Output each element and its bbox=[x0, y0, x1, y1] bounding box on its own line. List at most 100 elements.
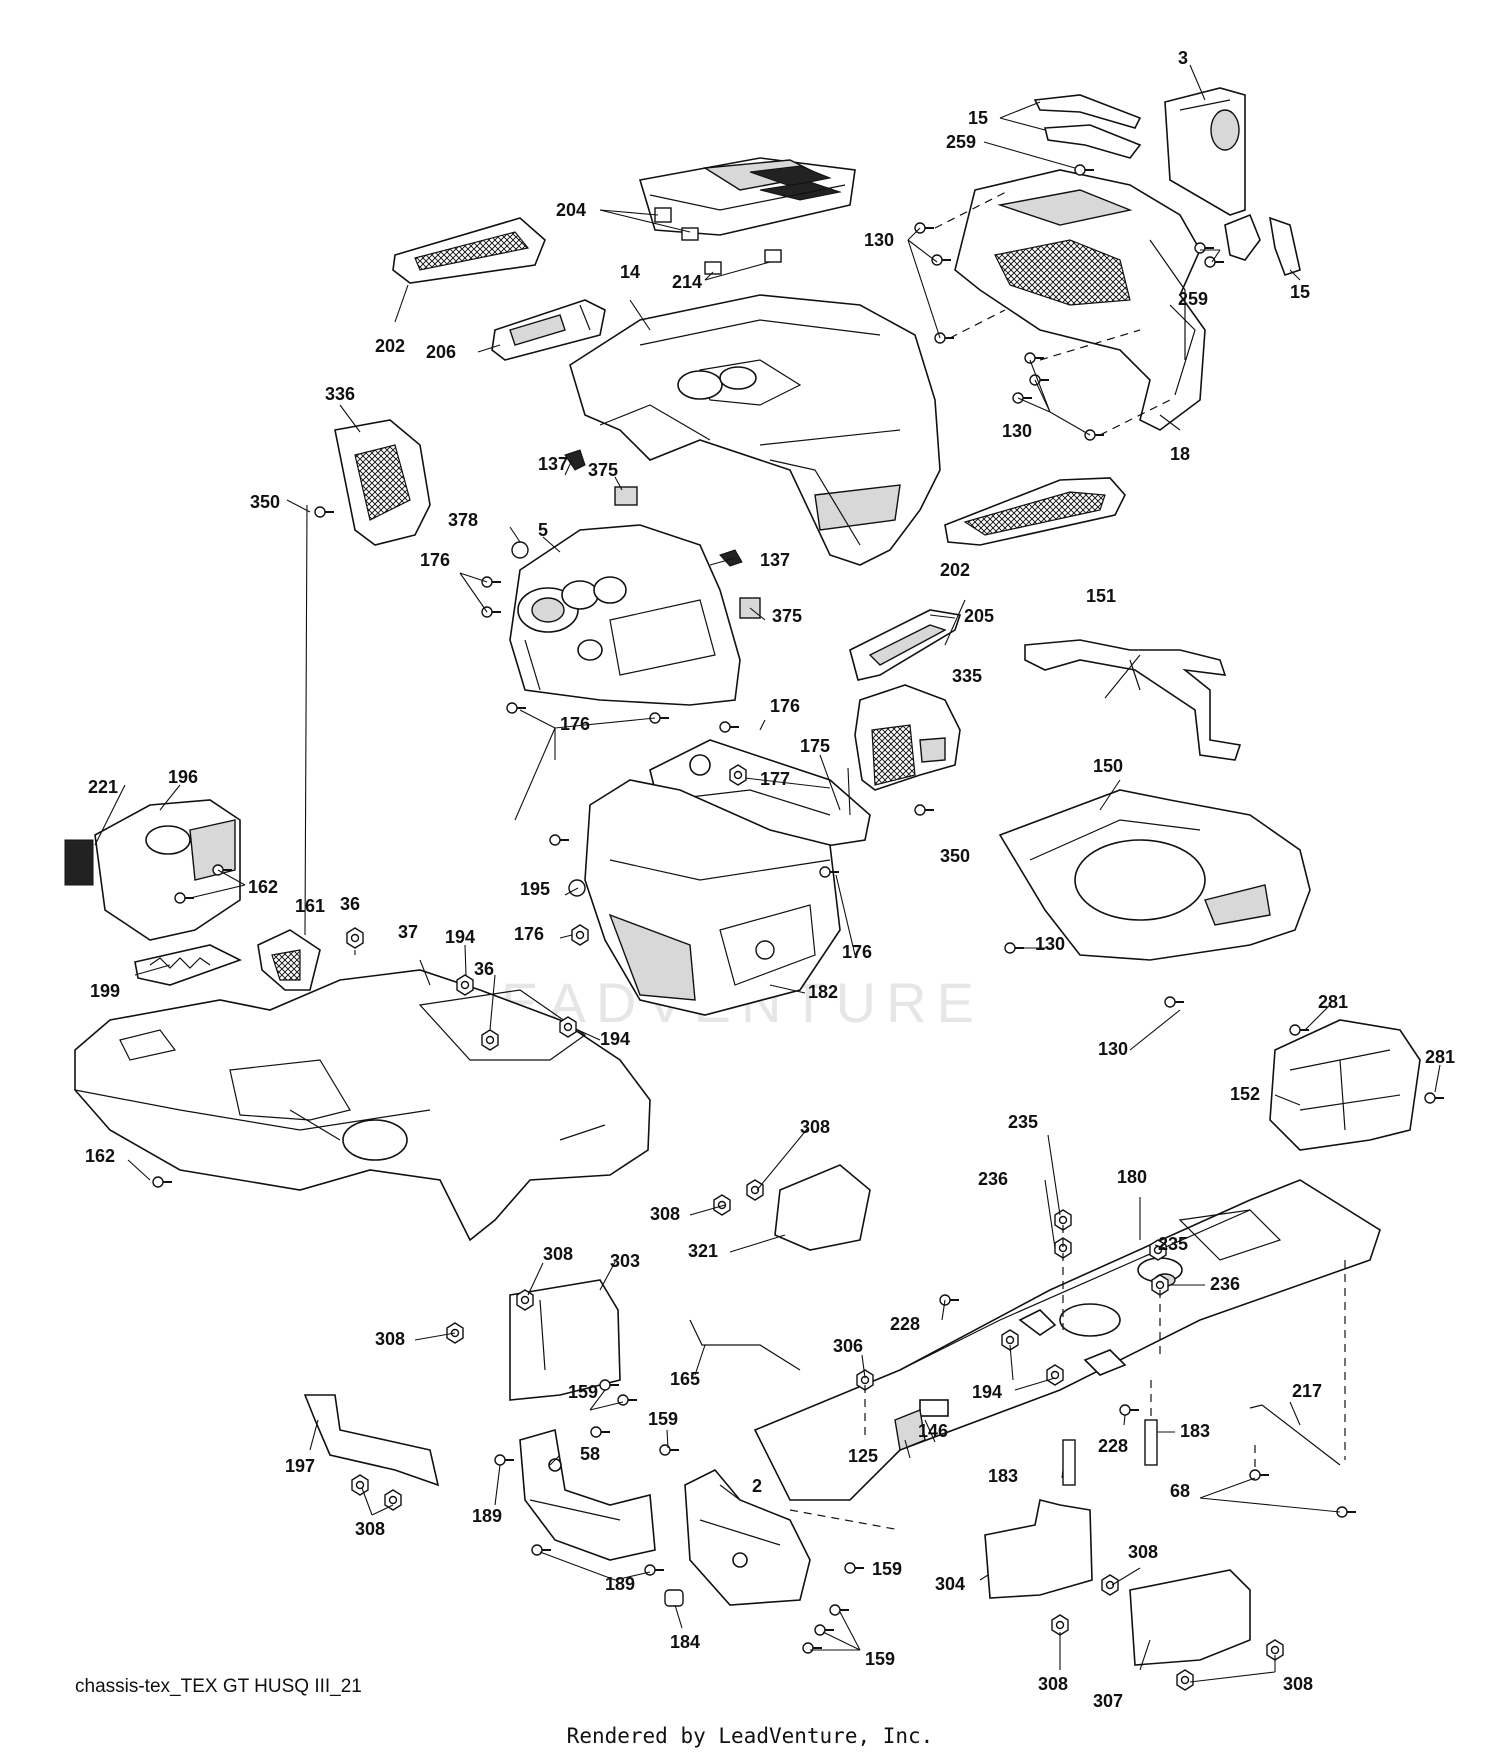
callout-236-top: 236 bbox=[978, 1169, 1008, 1189]
part-decal-221 bbox=[64, 839, 94, 886]
callout-308-h: 308 bbox=[1283, 1674, 1313, 1694]
callout-236-right: 236 bbox=[1210, 1274, 1240, 1294]
callout-202-right: 202 bbox=[940, 560, 970, 580]
screw-189-c bbox=[644, 1564, 665, 1576]
callout-308-g: 308 bbox=[1038, 1674, 1068, 1694]
callout-194-top: 194 bbox=[445, 927, 475, 947]
callout-375-mid: 375 bbox=[772, 606, 802, 626]
callout-197: 197 bbox=[285, 1456, 315, 1476]
callout-151: 151 bbox=[1086, 586, 1116, 606]
callout-308-e: 308 bbox=[355, 1519, 385, 1539]
callout-189-left: 189 bbox=[472, 1506, 502, 1526]
callout-221: 221 bbox=[88, 777, 118, 797]
nut-308-307b bbox=[1176, 1669, 1194, 1691]
leader-lines bbox=[94, 64, 1441, 1683]
callout-206: 206 bbox=[426, 342, 456, 362]
screw-228-b bbox=[1119, 1404, 1140, 1416]
callout-36-right: 36 bbox=[474, 959, 494, 979]
part-side-grille-left bbox=[334, 419, 431, 546]
screw-350-lower bbox=[914, 804, 935, 816]
callout-5: 5 bbox=[538, 520, 548, 540]
callout-18: 18 bbox=[1170, 444, 1190, 464]
screw-176-mid bbox=[549, 834, 570, 846]
screw-228-a bbox=[939, 1294, 960, 1306]
screw-159-h bbox=[802, 1642, 823, 1654]
callout-labels: 3 15 259 130 204 214 202 206 14 259 15 1… bbox=[85, 48, 1455, 1711]
nut-36-right bbox=[481, 1029, 499, 1051]
callout-214: 214 bbox=[672, 272, 702, 292]
nut-308-321b bbox=[713, 1194, 731, 1216]
callout-303: 303 bbox=[610, 1251, 640, 1271]
part-plate-197 bbox=[303, 1394, 440, 1487]
callout-165: 165 bbox=[670, 1369, 700, 1389]
part-bracket-303 bbox=[509, 1279, 621, 1401]
part-bolts-183 bbox=[1062, 1380, 1158, 1486]
callout-378: 378 bbox=[448, 510, 478, 530]
callout-308-c: 308 bbox=[543, 1244, 573, 1264]
part-grommet-378 bbox=[511, 541, 529, 559]
callout-308-b: 308 bbox=[650, 1204, 680, 1224]
callout-162-lower: 162 bbox=[85, 1146, 115, 1166]
callout-161: 161 bbox=[295, 896, 325, 916]
callout-15-right: 15 bbox=[1290, 282, 1310, 302]
callout-281-left: 281 bbox=[1318, 992, 1348, 1012]
callout-180: 180 bbox=[1117, 1167, 1147, 1187]
callout-202-left: 202 bbox=[375, 336, 405, 356]
part-lower-dash bbox=[584, 779, 841, 1016]
callout-130-low: 130 bbox=[1098, 1039, 1128, 1059]
callout-159-d: 159 bbox=[865, 1649, 895, 1669]
callout-196: 196 bbox=[168, 767, 198, 787]
callout-336: 336 bbox=[325, 384, 355, 404]
nut-308-197b bbox=[384, 1489, 402, 1511]
part-panel-307 bbox=[1129, 1569, 1251, 1666]
part-side-plate bbox=[1164, 87, 1246, 216]
callout-235-top: 235 bbox=[1008, 1112, 1038, 1132]
part-clip-137-b bbox=[719, 549, 743, 567]
part-clips bbox=[704, 249, 782, 275]
part-fender bbox=[74, 969, 651, 1242]
part-knob-184 bbox=[664, 1589, 684, 1607]
screw-130-f bbox=[1012, 392, 1033, 404]
callout-228-bottom: 228 bbox=[1098, 1436, 1128, 1456]
callout-205: 205 bbox=[964, 606, 994, 626]
part-dash-console bbox=[509, 524, 741, 706]
callout-183-left: 183 bbox=[988, 1466, 1018, 1486]
callout-228-top: 228 bbox=[890, 1314, 920, 1334]
callout-162-upper: 162 bbox=[248, 877, 278, 897]
part-bracket-2 bbox=[684, 1469, 811, 1606]
callout-194-mid: 194 bbox=[600, 1029, 630, 1049]
callout-37: 37 bbox=[398, 922, 418, 942]
callout-15-top: 15 bbox=[968, 108, 988, 128]
part-rod-165 bbox=[689, 1319, 801, 1371]
callout-68: 68 bbox=[1170, 1481, 1190, 1501]
callout-182: 182 bbox=[808, 982, 838, 1002]
part-side-panel-left bbox=[392, 217, 546, 284]
callout-308-a: 308 bbox=[800, 1117, 830, 1137]
nut-308-303a bbox=[516, 1289, 534, 1311]
callout-152: 152 bbox=[1230, 1084, 1260, 1104]
callout-350-mid: 350 bbox=[940, 846, 970, 866]
part-seat-pan bbox=[1269, 1019, 1421, 1151]
callout-321: 321 bbox=[688, 1241, 718, 1261]
screw-189-a bbox=[494, 1454, 515, 1466]
callout-159-c: 159 bbox=[872, 1559, 902, 1579]
part-shield-321 bbox=[774, 1164, 871, 1251]
callout-176-mid-right: 176 bbox=[770, 696, 800, 716]
callout-58: 58 bbox=[580, 1444, 600, 1464]
callout-14: 14 bbox=[620, 262, 640, 282]
diagram-id-label: chassis-tex_TEX GT HUSQ III_21 bbox=[75, 1676, 362, 1697]
part-hood bbox=[569, 294, 941, 566]
callout-150: 150 bbox=[1093, 756, 1123, 776]
screw-259-right-a bbox=[1194, 242, 1215, 254]
part-bracket-151 bbox=[1024, 639, 1242, 761]
callout-176-left: 176 bbox=[420, 550, 450, 570]
part-engine-pan bbox=[998, 789, 1311, 961]
callout-235-right: 235 bbox=[1158, 1234, 1188, 1254]
callout-375-top: 375 bbox=[588, 460, 618, 480]
callout-137-top: 137 bbox=[538, 454, 568, 474]
callout-194-frame: 194 bbox=[972, 1382, 1002, 1402]
screw-259-upper bbox=[1074, 164, 1095, 176]
screw-159-f bbox=[829, 1604, 850, 1616]
part-bracket-125 bbox=[894, 1409, 926, 1451]
